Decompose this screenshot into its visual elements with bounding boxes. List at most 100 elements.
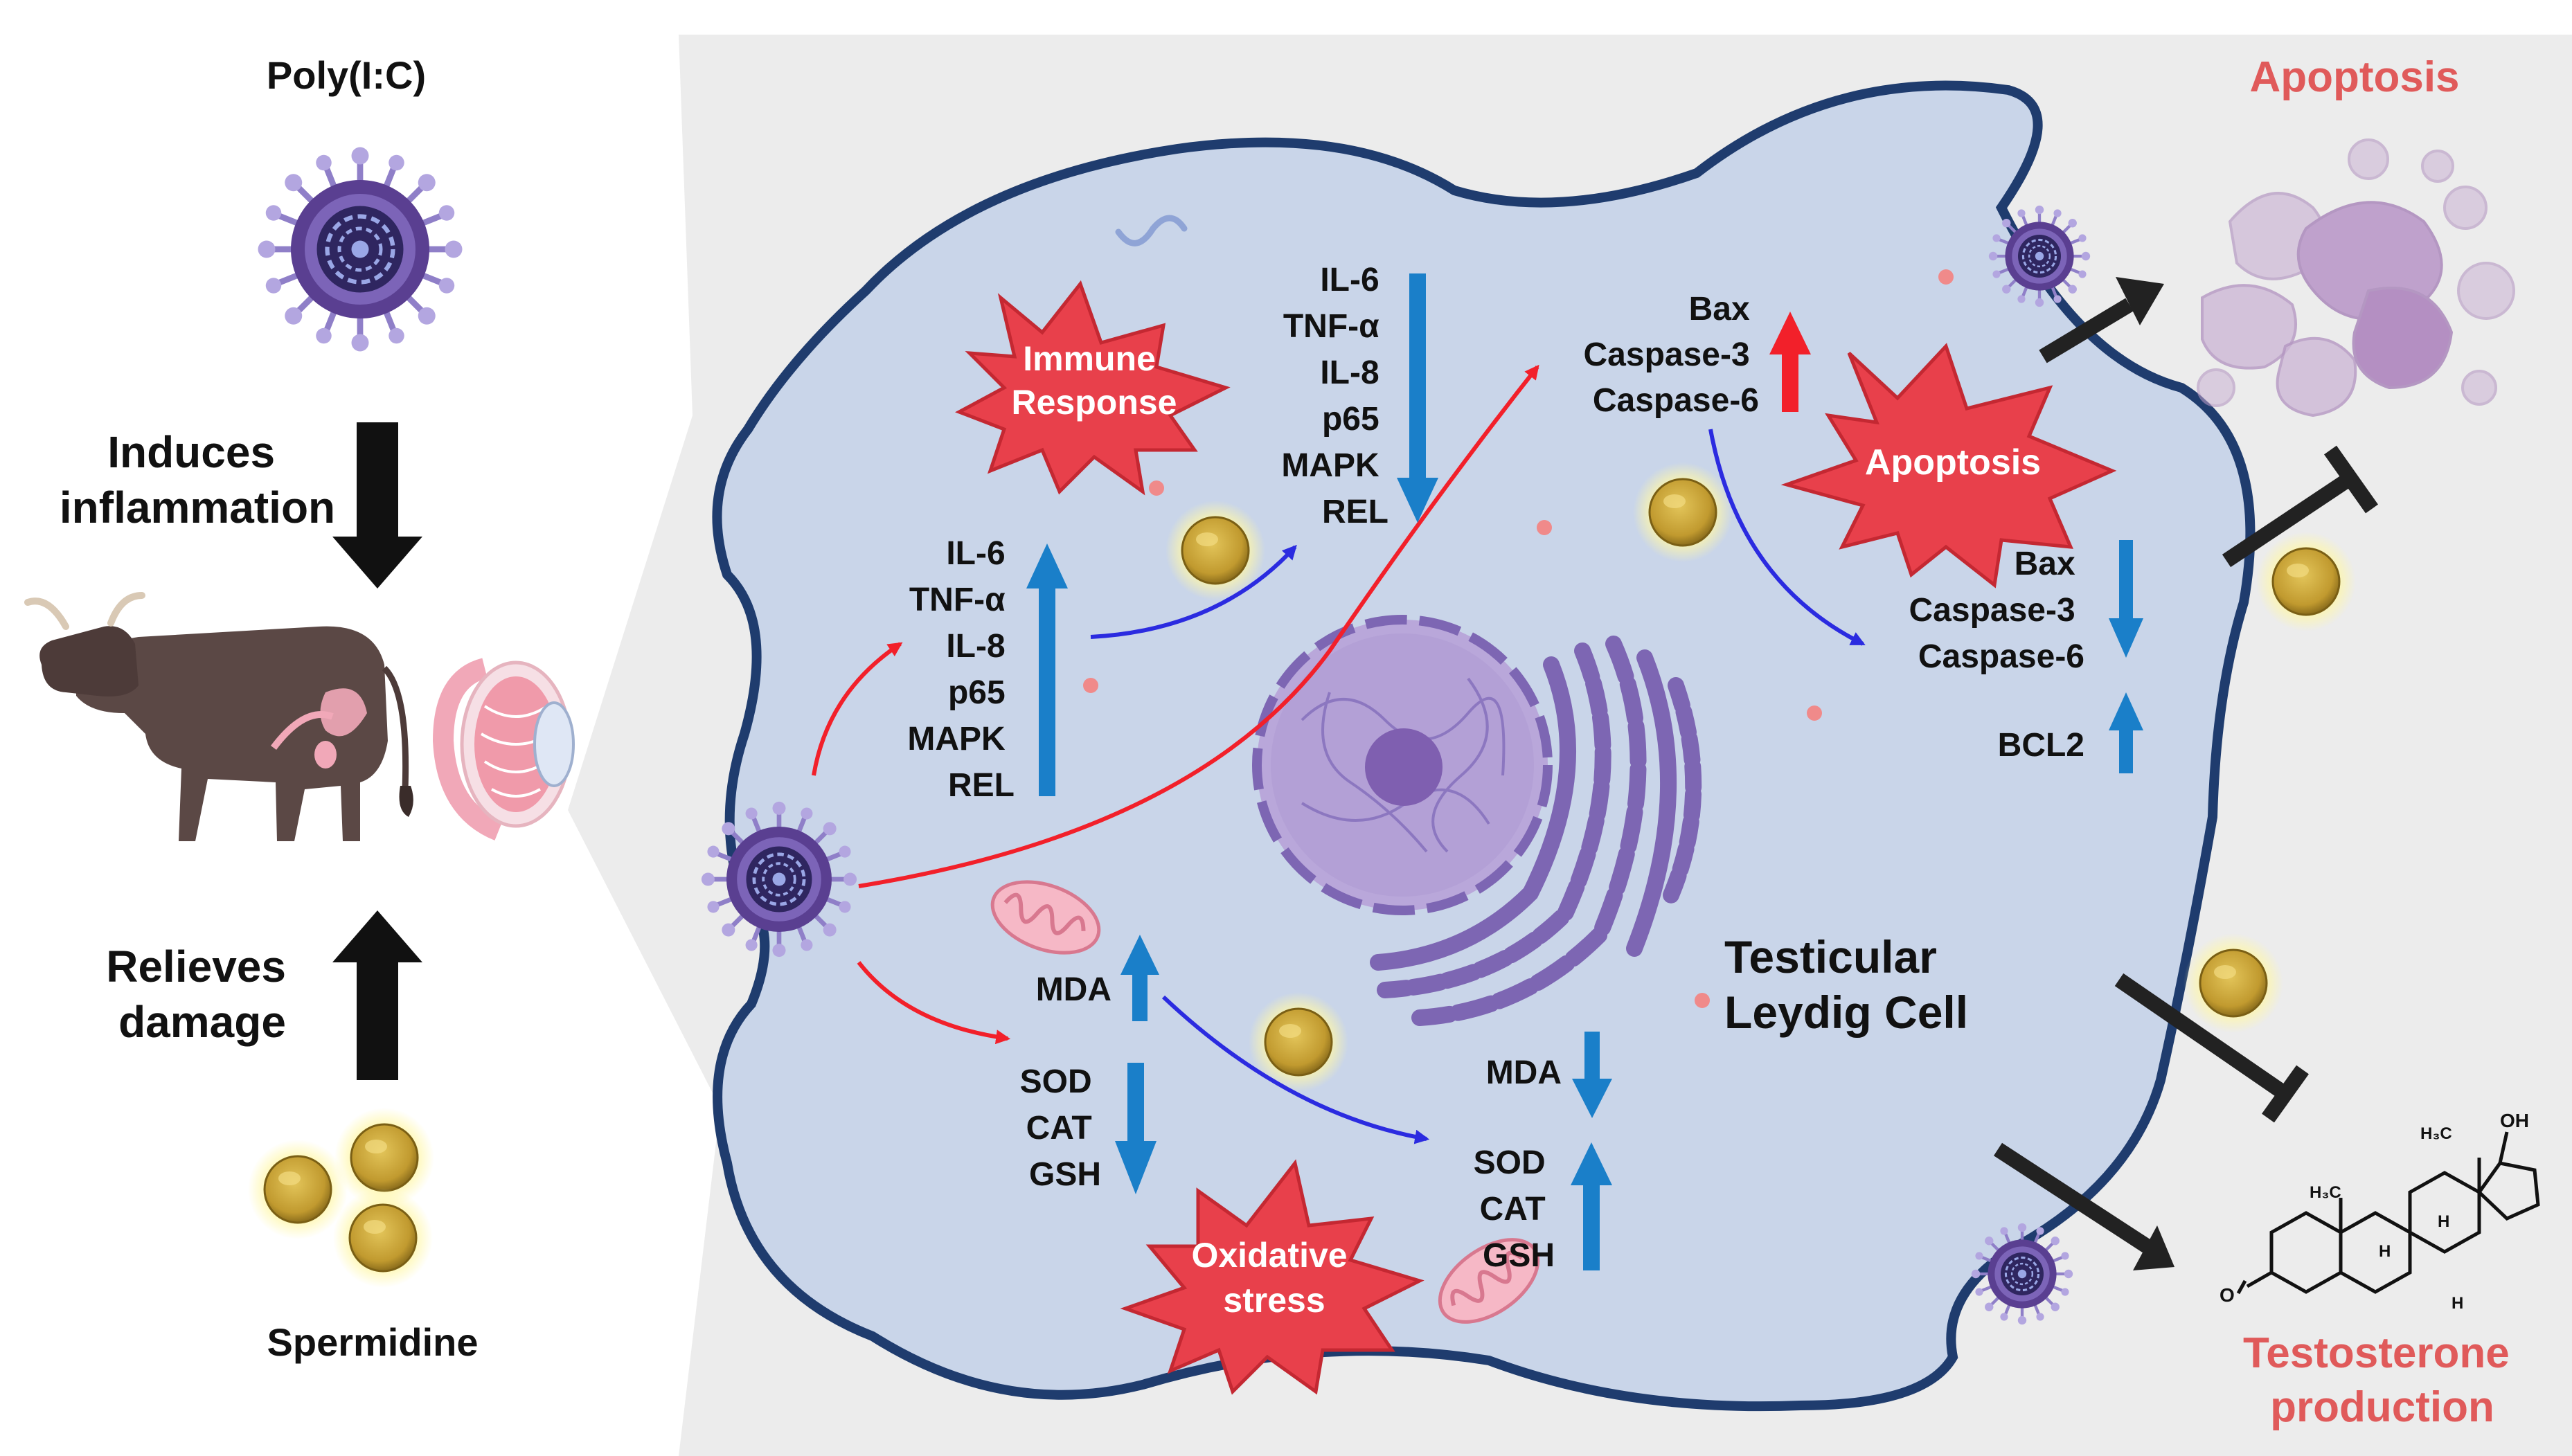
nucleus-icon <box>1252 615 1553 915</box>
spermidine-icon <box>332 1187 434 1289</box>
oxidative-burst-line-2: stress <box>1223 1281 1325 1320</box>
virus-icon <box>1972 1223 2073 1324</box>
marker-cat: CAT <box>1026 1110 1092 1147</box>
marker-caspase6: Caspase-6 <box>1918 638 2084 675</box>
spermidine-icon <box>2255 530 2357 633</box>
marker-mapk: MAPK <box>907 721 1006 757</box>
relieves-arrow <box>332 910 422 1080</box>
testis-icon <box>432 658 575 841</box>
marker-il6: IL-6 <box>946 535 1005 572</box>
marker-gsh: GSH <box>1483 1237 1555 1274</box>
apoptosis-down-list: Bax Caspase-3 Caspase-6 BCL2 <box>1909 540 2143 773</box>
marker-tnfa: TNF-α <box>1283 308 1379 345</box>
marker-caspase3: Caspase-3 <box>1584 336 1750 373</box>
up-arrow-icon <box>1026 543 1068 796</box>
svg-text:Bax Caspase-3: Bax Caspase-3 Caspase-6 <box>1584 291 1759 419</box>
up-arrow-icon <box>2109 692 2143 773</box>
molecule-label-h1: H <box>2379 1242 2391 1261</box>
svg-text:IL-6 TNF-α IL-: IL-6 TNF-α IL-8 p65 MAPK REL <box>907 535 1015 804</box>
down-arrow-icon <box>1397 273 1438 523</box>
right-panel: Apoptosis <box>1972 53 2540 1431</box>
cell-title-line-2: Leydig Cell <box>1724 987 1968 1038</box>
red-arrow-to-inflammation <box>812 642 903 776</box>
inflammatory-up-list: IL-6 TNF-α IL-8 p65 MAPK REL <box>907 535 1068 804</box>
marker-rel: REL <box>948 767 1015 804</box>
promotes-arrow <box>2039 277 2164 363</box>
blue-arrow-oxidative-rescue <box>1161 995 1430 1144</box>
up-arrow-icon <box>1120 935 1159 1021</box>
testosterone-line-2: production <box>2270 1383 2494 1431</box>
molecule-labels: OH H₃C H₃C H H H O <box>2220 1110 2529 1313</box>
marker-mda: MDA <box>1486 1054 1562 1091</box>
inflammatory-down-list: IL-6 TNF-α IL-8 p65 MAPK REL <box>1281 262 1438 530</box>
up-arrow-icon <box>1769 312 1811 412</box>
left-panel: Poly(I:C) Induces inflammation <box>24 53 575 1364</box>
immune-burst-label: Immune Response <box>1012 339 1177 422</box>
molecule-label-oh: OH <box>2500 1110 2529 1131</box>
oxidative-burst-line-1: Oxidative <box>1191 1236 1347 1275</box>
marker-p65: p65 <box>948 674 1006 711</box>
virus-icon <box>702 802 857 957</box>
apoptosis-outcome-label: Apoptosis <box>2249 53 2459 101</box>
poly-ic-label: Poly(I:C) <box>267 53 426 97</box>
blue-arrow-inflammation-rescue <box>1090 544 1297 639</box>
apoptotic-cells-icon <box>2197 138 2515 417</box>
apoptosis-burst: Apoptosis <box>1780 343 2117 588</box>
apoptosis-burst-label: Apoptosis <box>1865 442 2041 483</box>
inhibits-bar <box>2222 445 2378 568</box>
svg-text:SOD CAT GSH: SOD CAT GSH <box>1474 1144 1555 1274</box>
relieves-damage-label: Relieves damage <box>106 942 298 1047</box>
molecule-label-o: O <box>2220 1284 2235 1306</box>
red-arrow-to-apoptosis <box>858 364 1539 888</box>
molecule-label-ch3-top: H₃C <box>2420 1124 2452 1143</box>
marker-cat: CAT <box>1480 1191 1546 1228</box>
virus-icon <box>258 147 463 352</box>
induces-line-1: Induces <box>107 427 275 477</box>
cell-title: Testicular Leydig Cell <box>1724 931 1968 1038</box>
marker-il8: IL-8 <box>1320 354 1379 391</box>
relieves-line-1: Relieves <box>106 942 286 991</box>
marker-bcl2: BCL2 <box>1998 727 2084 764</box>
red-arrow-to-oxidative <box>857 961 1011 1045</box>
rna-icon <box>1115 215 1188 246</box>
oxidative-stress-burst: Oxidative stress <box>1120 1159 1425 1395</box>
marker-gsh: GSH <box>1029 1156 1101 1193</box>
marker-mapk: MAPK <box>1281 447 1379 484</box>
marker-bax: Bax <box>2015 546 2075 582</box>
spermidine-label: Spermidine <box>267 1320 479 1364</box>
immune-response-burst: Immune Response <box>955 280 1231 496</box>
oxidative-stress-list: MDA SOD CAT GSH <box>1020 935 1159 1194</box>
immune-burst-line-1: Immune <box>1023 339 1156 378</box>
down-arrow-icon <box>2109 540 2143 658</box>
induces-arrow <box>332 422 422 588</box>
inhibits-bar <box>2114 973 2309 1123</box>
endoplasmic-reticulum-icon <box>1370 636 1702 1026</box>
induces-inflammation-label: Induces inflammation <box>60 427 335 532</box>
oxidative-rescue-list: MDA SOD CAT GSH <box>1474 1032 1612 1274</box>
induces-line-2: inflammation <box>60 483 335 532</box>
marker-tnfa: TNF-α <box>909 582 1006 618</box>
molecule-label-h2: H <box>2438 1212 2449 1231</box>
testosterone-outcome-label: Testosterone production <box>2243 1329 2521 1431</box>
marker-rel: REL <box>1322 494 1388 530</box>
bull-icon <box>24 592 413 841</box>
marker-bax: Bax <box>1689 291 1750 327</box>
marker-mda: MDA <box>1036 971 1111 1008</box>
molecule-label-h3: H <box>2452 1294 2463 1313</box>
svg-text:Bax Caspase-3: Bax Caspase-3 Caspase-6 <box>1909 546 2084 675</box>
marker-caspase3: Caspase-3 <box>1909 592 2075 629</box>
molecule-label-ch3-left: H₃C <box>2310 1183 2341 1202</box>
testosterone-molecule-icon <box>2236 1131 2540 1295</box>
spermidine-icon <box>247 1138 349 1241</box>
marker-il8: IL-8 <box>946 628 1005 665</box>
promotes-arrow <box>1993 1142 2174 1270</box>
svg-text:IL-6 TNF-α IL-: IL-6 TNF-α IL-8 p65 MAPK REL <box>1281 262 1388 530</box>
apoptosis-up-list: Bax Caspase-3 Caspase-6 <box>1584 291 1811 419</box>
oxidative-burst-label: Oxidative stress <box>1191 1236 1357 1320</box>
spermidine-icon <box>1632 461 1734 564</box>
marker-sod: SOD <box>1474 1144 1546 1181</box>
relieves-line-2: damage <box>118 997 286 1047</box>
down-arrow-icon <box>1572 1032 1612 1118</box>
blue-arrow-apoptosis-rescue <box>1708 429 1866 646</box>
